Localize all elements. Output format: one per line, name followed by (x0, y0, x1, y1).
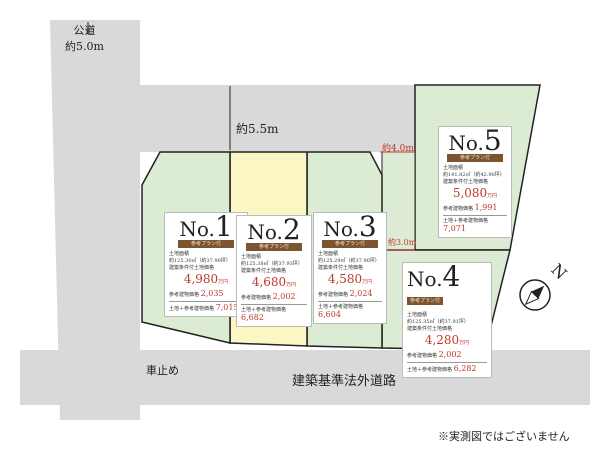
driveway (140, 85, 415, 152)
lot-5-card[interactable]: No.5 参考プラン付 土地面積約141.82㎡（約42.90坪）建築条件付土地… (438, 126, 512, 238)
marker-3m: 約3.0m (388, 238, 417, 247)
lot-3-card[interactable]: No.3 参考プラン付 土地面積約125.29㎡（約37.90坪）建築条件付土地… (313, 212, 387, 324)
lot-4-card[interactable]: No.4 参考プラン付 土地面積約125.35㎡（約37.91坪）建築条件付土地… (402, 262, 492, 378)
lot-1-card[interactable]: No.1 参考プラン付 土地面積約125.30㎡（約37.90坪）建築条件付土地… (164, 212, 248, 317)
north-compass-icon (519, 279, 551, 311)
main-road-label: 建築基準法外道路 (292, 374, 397, 389)
disclaimer-note: ※実測図ではございません (438, 430, 570, 443)
car-stop-label: 車止め (146, 364, 179, 377)
driveway-width-label: 約5.5m (236, 122, 279, 136)
plan-badge: 参考プラン付 (246, 243, 302, 251)
plan-badge: 参考プラン付 (407, 297, 443, 305)
lot-2-card[interactable]: No.2 参考プラン付 土地面積約125.38㎡（約37.93坪）建築条件付土地… (236, 215, 312, 327)
plan-badge: 参考プラン付 (447, 154, 503, 162)
plan-badge: 参考プラン付 (178, 240, 234, 248)
marker-4m: 約4.0m (382, 144, 414, 154)
left-road (50, 20, 140, 420)
road-top-label: 公道約5.0m (65, 24, 104, 53)
plan-badge: 参考プラン付 (322, 240, 378, 248)
